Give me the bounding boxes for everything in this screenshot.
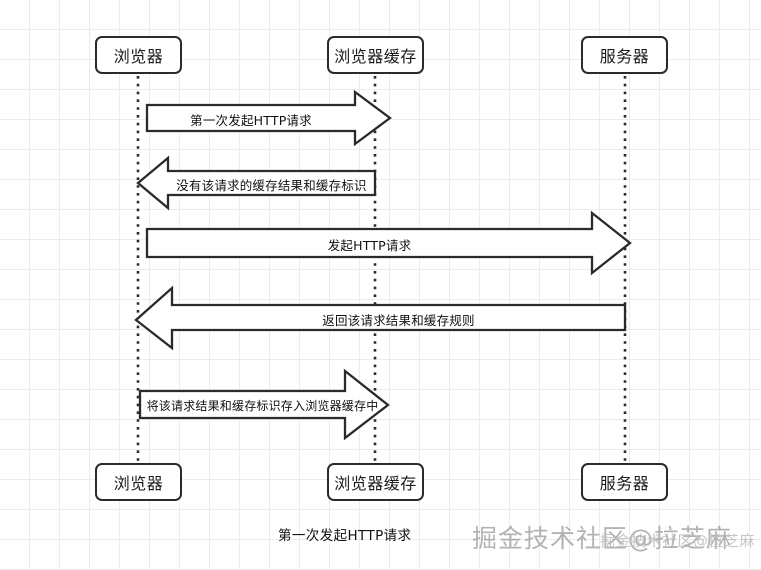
- arrow-msg-3: [145, 210, 632, 276]
- message-text-1: 第一次发起HTTP请求: [190, 113, 312, 128]
- participant-label-browser-bottom: 浏览器: [113, 474, 164, 493]
- participant-label-browser-top: 浏览器: [113, 47, 164, 66]
- message-label-2: 没有该请求的缓存结果和缓存标识: [168, 175, 375, 194]
- arrow-msg-5: [138, 368, 390, 441]
- arrow-msg-4: [134, 285, 627, 351]
- arrow-msg-1: [145, 89, 392, 147]
- message-label-5: 将该请求结果和缓存标识存入浏览器缓存中: [140, 397, 385, 414]
- message-label-4: 返回该请求结果和缓存规则: [172, 310, 625, 329]
- participant-box-browser-cache-top[interactable]: 浏览器缓存: [327, 36, 424, 74]
- watermark-main: 掘金技术社区@拉芝麻: [472, 519, 732, 555]
- watermark-overlay: 掘金技术社区@拉芝麻: [600, 530, 755, 551]
- diagram-caption: 第一次发起HTTP请求: [278, 524, 411, 544]
- watermark-main-text: 掘金技术社区@拉芝麻: [472, 524, 733, 553]
- participant-label-server-top: 服务器: [599, 47, 650, 66]
- participant-box-browser-top[interactable]: 浏览器: [95, 36, 182, 74]
- arrow-msg-2: [136, 155, 377, 211]
- message-text-2: 没有该请求的缓存结果和缓存标识: [176, 178, 367, 193]
- participant-box-browser-bottom[interactable]: 浏览器: [95, 463, 182, 501]
- participant-label-browser-cache-top: 浏览器缓存: [334, 47, 417, 66]
- diagram-caption-text: 第一次发起HTTP请求: [278, 528, 412, 544]
- participant-box-server-top[interactable]: 服务器: [581, 36, 668, 74]
- participant-box-server-bottom[interactable]: 服务器: [581, 463, 668, 501]
- message-text-3: 发起HTTP请求: [327, 238, 412, 253]
- participant-label-server-bottom: 服务器: [599, 474, 650, 493]
- message-text-4: 返回该请求结果和缓存规则: [322, 313, 475, 328]
- message-text-5: 将该请求结果和缓存标识存入浏览器缓存中: [146, 399, 379, 413]
- participant-box-browser-cache-bottom[interactable]: 浏览器缓存: [327, 463, 424, 501]
- message-label-1: 第一次发起HTTP请求: [147, 110, 355, 129]
- message-label-3: 发起HTTP请求: [147, 235, 592, 254]
- participant-label-browser-cache-bottom: 浏览器缓存: [334, 474, 417, 493]
- watermark-overlay-text: 掘金技术社区@拉芝麻: [600, 532, 756, 550]
